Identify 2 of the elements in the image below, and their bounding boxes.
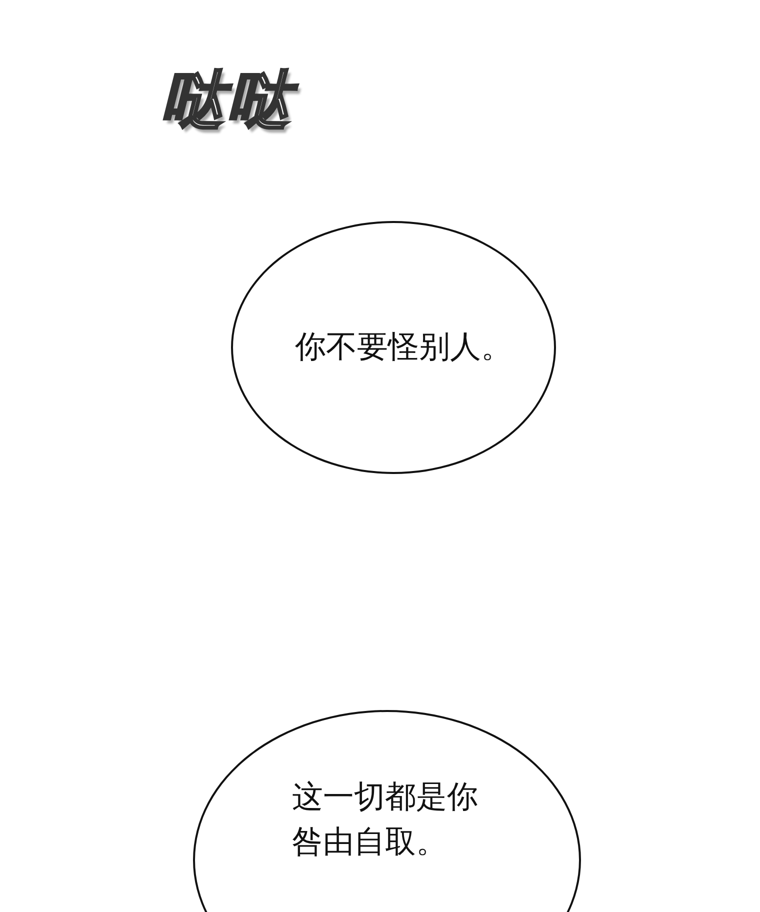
dialogue-text: 这一切都是你咎由自取。 xyxy=(292,778,479,862)
dialogue-text: 你不要怪别人。 xyxy=(295,328,512,368)
